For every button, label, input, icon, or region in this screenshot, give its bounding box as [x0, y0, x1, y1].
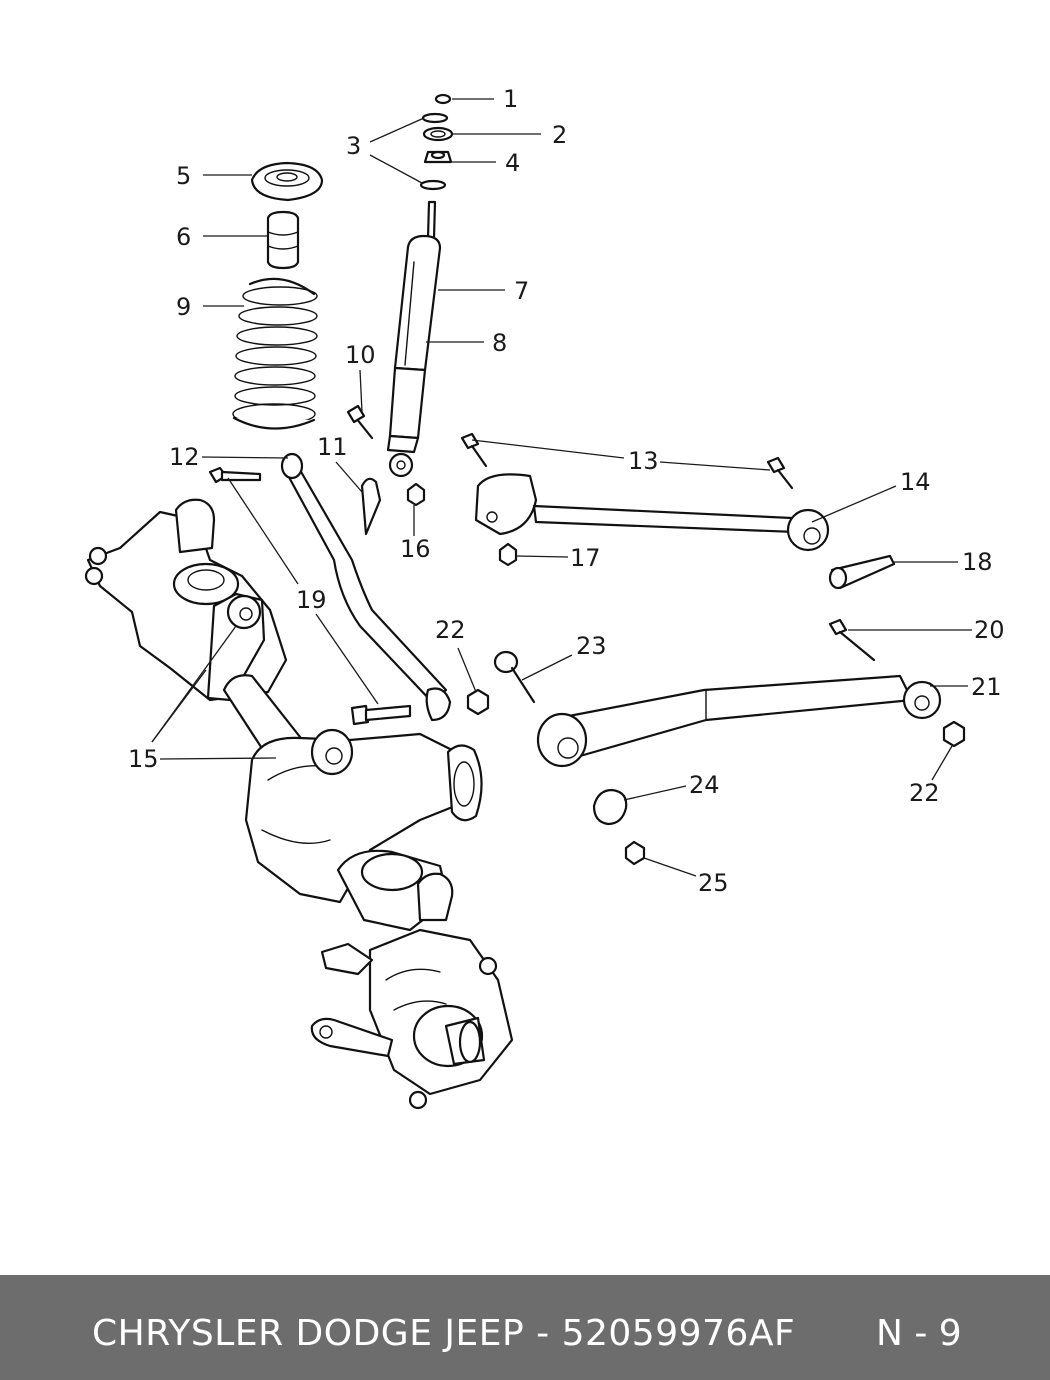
part-15-front-axle-assembly	[84, 498, 514, 1110]
part-10-bolt	[346, 404, 374, 440]
callout-17: 17	[570, 544, 601, 572]
part-13-bolt-right	[766, 456, 794, 490]
callout-16: 16	[400, 535, 431, 563]
callout-4: 4	[505, 149, 520, 177]
callout-3: 3	[346, 132, 361, 160]
part-5-spring-isolator	[250, 161, 324, 202]
callout-18: 18	[962, 548, 993, 576]
part-19-track-bar	[280, 452, 452, 722]
part-14-upper-control-arm	[474, 473, 830, 552]
footer-bar: CHRYSLER DODGE JEEP - 52059976AF N - 9	[0, 1275, 1050, 1380]
part-3-washer-upper	[421, 112, 449, 124]
part-25-nut	[624, 840, 646, 866]
suspension-exploded-diagram: 1 2 3 4 5 6 7 9 8 10 11 12 13 14 16 17 1…	[84, 85, 1005, 1110]
part-11-bracket	[360, 477, 382, 536]
callout-22-b: 22	[909, 779, 940, 807]
callout-labels: 1 2 3 4 5 6 7 9 8 10 11 12 13 14 16 17 1…	[128, 85, 1005, 897]
part-18-cam	[828, 554, 896, 590]
part-19-bolt	[350, 704, 412, 726]
callout-11: 11	[317, 433, 348, 461]
part-22-nut-lower-arm	[942, 720, 966, 748]
callout-21: 21	[971, 673, 1002, 701]
callout-8: 8	[492, 329, 507, 357]
part-12-bolt	[208, 466, 262, 484]
part-6-jounce-bumper	[266, 210, 300, 270]
callout-15: 15	[128, 745, 159, 773]
callout-25: 25	[698, 869, 729, 897]
callout-12: 12	[169, 443, 200, 471]
part-3-washer-lower	[419, 179, 447, 191]
callout-10: 10	[345, 341, 376, 369]
part-2-isolator	[422, 126, 454, 142]
footer-part-title: CHRYSLER DODGE JEEP - 52059976AF	[92, 1313, 796, 1354]
leader-lines	[151, 98, 972, 877]
part-16-nut	[406, 482, 426, 507]
callout-7: 7	[514, 277, 529, 305]
part-9-coil-spring	[232, 277, 318, 430]
callout-13: 13	[628, 447, 659, 475]
callout-1: 1	[503, 85, 518, 113]
callout-14: 14	[900, 468, 931, 496]
callout-19: 19	[296, 586, 327, 614]
callout-24: 24	[689, 771, 720, 799]
part-1-nut	[434, 93, 452, 105]
part-23-bumper-bolt	[493, 650, 536, 704]
part-20-bolt	[828, 618, 876, 662]
part-21-lower-control-arm	[536, 674, 942, 768]
callout-22-a: 22	[435, 616, 466, 644]
callout-6: 6	[176, 223, 191, 251]
part-17-nut	[498, 542, 518, 567]
part-24-jounce-bumper	[592, 788, 628, 826]
footer-page-label: N - 9	[876, 1313, 962, 1354]
part-7-8-shock-absorber	[386, 200, 442, 478]
callout-9: 9	[176, 293, 191, 321]
part-22-nut-track-bar	[466, 688, 490, 716]
callout-20: 20	[974, 616, 1005, 644]
callout-5: 5	[176, 162, 191, 190]
callout-23: 23	[576, 632, 607, 660]
part-13-bolt-left	[460, 432, 488, 468]
part-4-retainer	[423, 150, 453, 164]
callout-2: 2	[552, 121, 567, 149]
